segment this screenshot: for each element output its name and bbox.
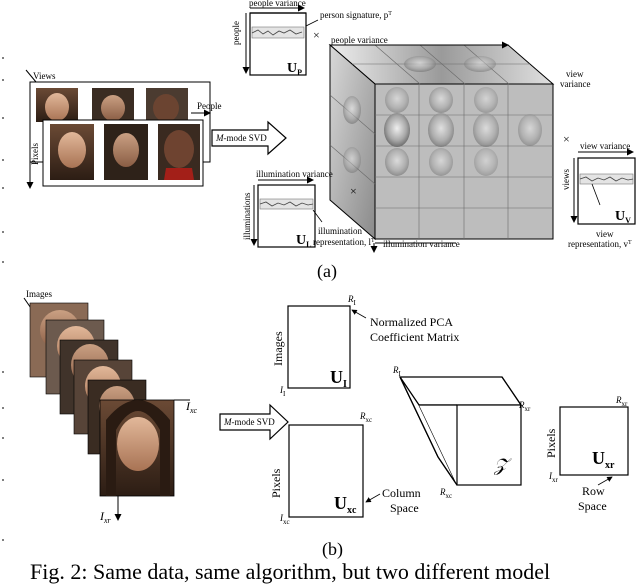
matrix-up-label: UP [287, 61, 302, 77]
uxc-note-1: Column [382, 486, 421, 500]
ui-r-label: RI [347, 294, 357, 307]
panel-a-label: (a) [317, 261, 337, 282]
illumination-matrix-box: illumination variance illuminations UL i… [242, 169, 375, 249]
ui-note-1: Normalized PCA [370, 315, 453, 329]
svd-label-a: M-mode SVD [215, 133, 267, 143]
people-side-label: people [231, 21, 241, 45]
times-symbol-illum: × [350, 184, 357, 198]
matrix-ul-label: UL [296, 233, 311, 249]
views-side-label: views [561, 169, 571, 190]
z-ri-label: RI [392, 365, 402, 378]
ui-side-label: Images [271, 331, 285, 366]
z-tensor-cube: RI Rxr Rxc 𝒵 [392, 365, 531, 500]
uxc-i-label: Ixc [279, 513, 290, 526]
views-label: Views [33, 71, 56, 81]
cube-view-variance-2: variance [560, 79, 590, 89]
view-rep-label-1: view [596, 229, 614, 239]
uxc-note-2: Space [390, 501, 419, 515]
figure-caption: Fig. 2: Same data, same algorithm, but t… [30, 559, 551, 584]
uxr-note-2: Space [578, 499, 607, 513]
image-card-stack: Images Ixc Ixr [23, 289, 198, 525]
uxc-matrix-label: Uxc [334, 493, 357, 516]
illumination-variance-top-label: illumination variance [256, 169, 333, 179]
uxc-matrix-box: Rxc Ixc Pixels Uxc Column Space [269, 411, 421, 526]
illum-rep-label-2: representation, lT [313, 237, 375, 247]
views-matrix-box: view variance views UV view representati… [561, 141, 636, 249]
m-mode-svd-arrow-b: M-mode SVD [219, 403, 289, 441]
times-symbol-people: × [313, 28, 320, 42]
illuminations-side-label: illuminations [242, 192, 252, 240]
z-rxc-label: Rxc [439, 487, 452, 500]
cube-people-variance: people variance [331, 35, 388, 45]
view-rep-label-2: representation, vT [568, 239, 632, 249]
uxc-side-label: Pixels [269, 468, 283, 498]
times-symbol-views: × [563, 132, 570, 146]
page-gutter-marks [2, 57, 4, 541]
ui-note-2: Coefficient Matrix [370, 330, 459, 344]
ui-matrix-label: UI [330, 367, 347, 390]
uxr-matrix-box: Rxr Ixr Pixels Uxr Row Space [544, 395, 629, 513]
i-xr-label: Ixr [99, 509, 112, 525]
uxr-matrix-label: Uxr [592, 448, 615, 471]
cube-view-variance-1: view [566, 69, 584, 79]
core-tensor-cube: people variance view variance illuminati… [328, 35, 590, 253]
i-xc-label: Ixc [185, 399, 198, 415]
z-symbol: 𝒵 [493, 455, 512, 475]
illum-rep-label-1: illumination [318, 226, 362, 236]
people-label: People [197, 101, 222, 111]
uxc-r-label: Rxc [359, 411, 372, 424]
person-signature-label: person signature, pT [320, 10, 392, 20]
pixels-label: Pixels [30, 142, 40, 165]
m-mode-svd-arrow-a: M-mode SVD [211, 120, 287, 156]
svd-label-b: M-mode SVD [223, 417, 275, 427]
uxr-r-label: Rxr [615, 395, 628, 408]
people-variance-top-label: people variance [249, 0, 306, 8]
matrix-uv-label: UV [615, 209, 631, 225]
uxr-side-label: Pixels [544, 428, 558, 458]
ui-matrix-box: RI II Images UI Normalized PCA Coefficie… [271, 294, 459, 398]
images-label: Images [26, 289, 52, 299]
people-matrix-box: people variance people person signature,… [231, 0, 392, 77]
ui-i-label: II [279, 385, 286, 398]
uxr-i-label: Ixr [548, 471, 559, 484]
face-image-stack: Views People Pixels [25, 69, 222, 189]
panel-b-label: (b) [322, 539, 343, 560]
view-variance-top-label: view variance [580, 141, 630, 151]
z-rxr-label: Rxr [518, 400, 531, 413]
cube-illumination-variance: illumination variance [383, 239, 460, 249]
uxr-note-1: Row [582, 484, 605, 498]
